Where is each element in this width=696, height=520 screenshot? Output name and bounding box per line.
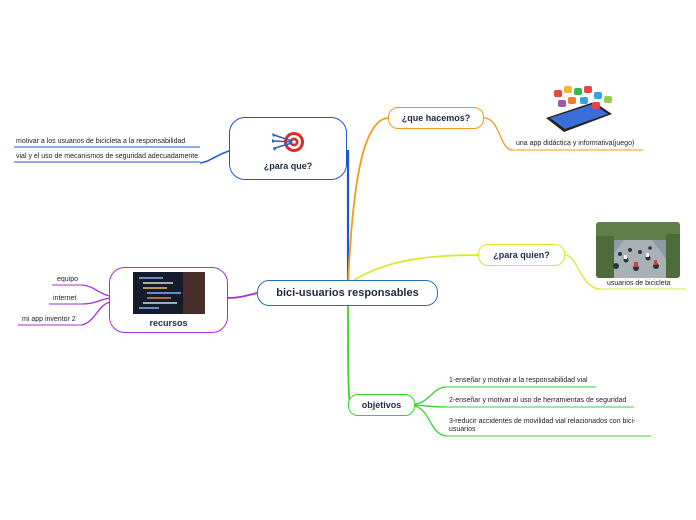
connector-recursos: [227, 292, 258, 299]
connector-recursos-leaves: [81, 284, 111, 326]
leaf-para-que-2: vial y el uso de mecanismos de seguridad…: [16, 153, 199, 160]
leaf-recursos-2: internet: [53, 295, 77, 302]
connector-para-quien-leaf: [564, 254, 601, 290]
central-topic-label: bici-usuarios responsables: [276, 287, 419, 299]
branch-para-quien[interactable]: ¿para quien?: [478, 244, 565, 266]
branch-para-que-label: ¿para que?: [263, 160, 313, 171]
connector-que-hacemos: [347, 117, 389, 285]
smartphone-apps-icon: [540, 84, 618, 136]
leaf-para-quien-1: usuarios de bicicleta: [607, 280, 671, 287]
target-darts-icon: [272, 131, 304, 152]
leaf-recursos-1: equipo: [57, 276, 79, 283]
leaf-objetivos-2: 2-enseñar y motivar al uso de herramient…: [449, 397, 627, 404]
code-screen-icon: [132, 272, 205, 314]
branch-recursos-label: recursos: [149, 318, 188, 328]
leaf-objetivos-1: 1-enseñar y motivar a la responsabilidad…: [449, 377, 588, 384]
connector-para-que-leaves: [199, 149, 233, 164]
branch-que-hacemos[interactable]: ¿que hacemos?: [388, 107, 484, 129]
branch-para-quien-label: ¿para quien?: [493, 250, 550, 260]
connector-que-hacemos-leaf: [483, 117, 513, 151]
connector-para-quien: [347, 254, 479, 285]
branch-que-hacemos-label: ¿que hacemos?: [401, 113, 471, 123]
leaf-recursos-3: mi app inventor 2: [22, 316, 76, 323]
branch-para-que[interactable]: ¿para que?: [229, 117, 347, 180]
connector-objetivos-leaves: [414, 386, 447, 437]
connector-objetivos: [347, 303, 351, 406]
leaf-que-hacemos-1: una app didáctica y informativa(juego): [516, 140, 635, 147]
branch-recursos[interactable]: recursos: [109, 267, 228, 333]
leaf-para-que-1: motivar a los usuarios de bicicleta a la…: [16, 138, 186, 145]
leaf-objetivos-3-cont: usuarios: [449, 426, 476, 433]
branch-objetivos[interactable]: objetivos: [348, 394, 415, 416]
cyclists-photo: [596, 222, 680, 278]
leaf-objetivos-3: 3-reducir accidentes de movilidad vial r…: [449, 418, 636, 425]
central-topic[interactable]: bici-usuarios responsables: [257, 280, 438, 306]
branch-objetivos-label: objetivos: [361, 400, 402, 410]
